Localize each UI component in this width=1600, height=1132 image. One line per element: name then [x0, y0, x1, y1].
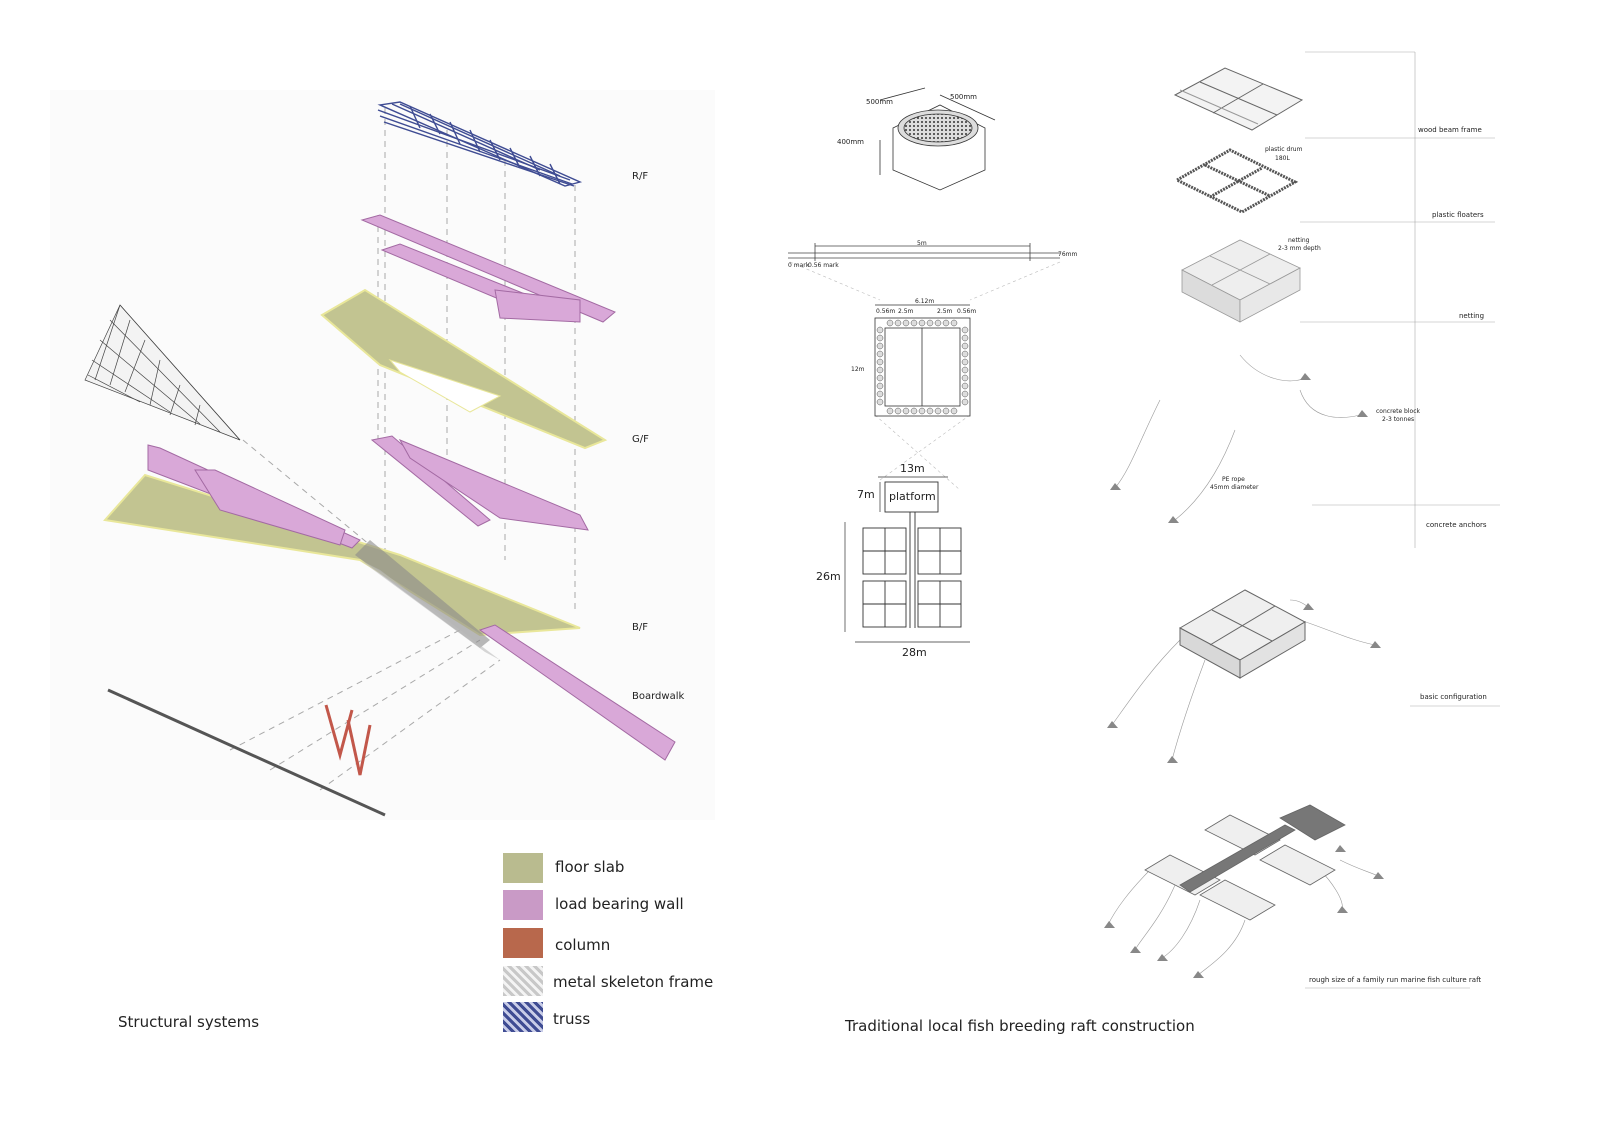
- anchors: [1104, 373, 1384, 978]
- raft-floaters: [876, 319, 969, 415]
- label-rough-size: rough size of a family run marine fish c…: [1309, 976, 1482, 984]
- roof-truss: [377, 101, 583, 187]
- ruler-end: 76mm: [1058, 251, 1078, 258]
- site-dimensions: [844, 476, 970, 643]
- drum-dim-a: 500mm: [866, 98, 893, 106]
- boardwalk-deck: [107, 688, 386, 817]
- ruler-mark: 0.56 mark: [808, 262, 839, 269]
- metal-frame: [84, 304, 241, 441]
- label-plastic-drum: plastic drum: [1265, 146, 1303, 153]
- legend-swatch-column: [503, 928, 543, 958]
- ropes: [1107, 354, 1379, 976]
- legend-swatch-load-bearing-wall: [503, 890, 543, 920]
- site-dim-7m: 7m: [857, 488, 875, 501]
- label-concrete-block: concrete block: [1376, 408, 1420, 415]
- label-180l: 180L: [1275, 155, 1290, 162]
- plastic-floaters-drawing: [1173, 148, 1299, 214]
- label-net-depth: 2-3 mm depth: [1278, 245, 1321, 252]
- ramp: [355, 540, 490, 648]
- legend-label-load-bearing-wall: load bearing wall: [555, 895, 684, 913]
- raft-plan: [874, 304, 971, 417]
- label-pe-rope: PE rope: [1222, 476, 1245, 483]
- legend-swatch-floor-slab: [503, 853, 543, 883]
- mid-walls: [370, 435, 589, 531]
- structural-caption: Structural systems: [118, 1013, 260, 1031]
- level-label-gf: G/F: [632, 434, 649, 445]
- label-wood-beam-frame: wood beam frame: [1418, 126, 1482, 134]
- gf-slab: [320, 288, 608, 450]
- netting-drawing: [1181, 239, 1301, 323]
- legend-label-floor-slab: floor slab: [555, 858, 625, 876]
- raft-seg-1: 0.56m: [876, 308, 896, 315]
- leader-lines: [1300, 51, 1500, 989]
- label-concrete-anchors: concrete anchors: [1426, 521, 1487, 529]
- level-label-boardwalk: Boardwalk: [632, 691, 685, 702]
- raft-seg-3: 2.5m: [937, 308, 953, 315]
- plastic-drum-detail: [879, 87, 996, 191]
- raft-seg-2: 2.5m: [898, 308, 914, 315]
- site-dim-13m: 13m: [900, 462, 925, 475]
- raft-side-dim: 12m: [851, 366, 865, 373]
- legend-label-truss: truss: [553, 1010, 591, 1028]
- basic-configuration-drawing: [1178, 589, 1307, 679]
- label-rope-diameter: 45mm diameter: [1210, 484, 1259, 491]
- family-raft-drawing: [1144, 804, 1346, 921]
- drum-dim-b: 500mm: [950, 93, 977, 101]
- label-plastic-floaters: plastic floaters: [1432, 211, 1484, 219]
- label-basic-configuration: basic configuration: [1420, 693, 1487, 701]
- site-dim-28m: 28m: [902, 646, 927, 659]
- columns: [324, 704, 372, 776]
- wood-beam-frame: [1173, 67, 1304, 131]
- dimension-ruler: [788, 243, 1060, 261]
- upper-walls: [360, 214, 616, 323]
- legend-label-column: column: [555, 936, 611, 954]
- legend-swatch-truss: [503, 1002, 543, 1032]
- label-netting: netting: [1459, 312, 1485, 320]
- raft-caption: Traditional local fish breeding raft con…: [845, 1017, 1195, 1035]
- ruler-length: 5m: [917, 240, 927, 247]
- label-netting-small: netting: [1288, 237, 1310, 244]
- legend-swatch-metal-frame: [503, 966, 543, 996]
- raft-total-dim: 6.12m: [915, 298, 935, 305]
- ruler-zero: 0 mark: [788, 262, 810, 269]
- level-label-bf: B/F: [632, 622, 648, 633]
- label-block-weight: 2-3 tonnes: [1382, 416, 1415, 423]
- platform-label: platform: [889, 490, 936, 503]
- site-plan: [862, 481, 962, 628]
- bf-walls: [147, 444, 676, 761]
- drum-dim-c: 400mm: [837, 138, 864, 146]
- level-label-rf: R/F: [632, 171, 649, 182]
- raft-seg-4: 0.56m: [957, 308, 977, 315]
- legend-label-metal-frame: metal skeleton frame: [553, 973, 714, 991]
- site-dim-26m: 26m: [816, 570, 841, 583]
